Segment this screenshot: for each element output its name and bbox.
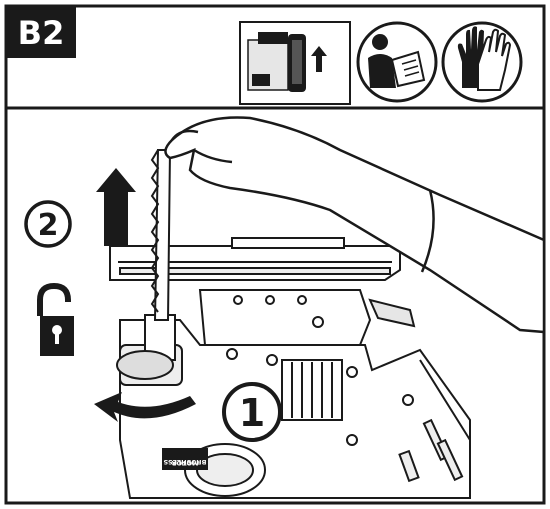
- motor-badge-line2: MOTOR: [172, 459, 199, 467]
- curved-rotate-arrow-icon: [94, 392, 196, 422]
- motor-badge: BRUSHLESS MOTOR: [162, 448, 208, 470]
- wear-gloves-icon: [441, 21, 523, 103]
- step-label: B2: [6, 6, 76, 58]
- step-label-text: B2: [18, 14, 65, 52]
- read-manual-icon: [356, 21, 438, 103]
- callout-two-text: 2: [38, 208, 59, 243]
- callout-two: 2: [24, 200, 72, 248]
- arrow-up-icon: [96, 168, 136, 246]
- battery-insert-icon: [239, 21, 351, 105]
- hand-holding-blade: [164, 116, 546, 334]
- unlock-padlock-icon: [37, 282, 74, 356]
- callout-one-text: 1: [239, 391, 265, 435]
- motor-badge-line1: BRUSHLESS: [163, 458, 206, 466]
- callout-one: 1: [222, 382, 282, 442]
